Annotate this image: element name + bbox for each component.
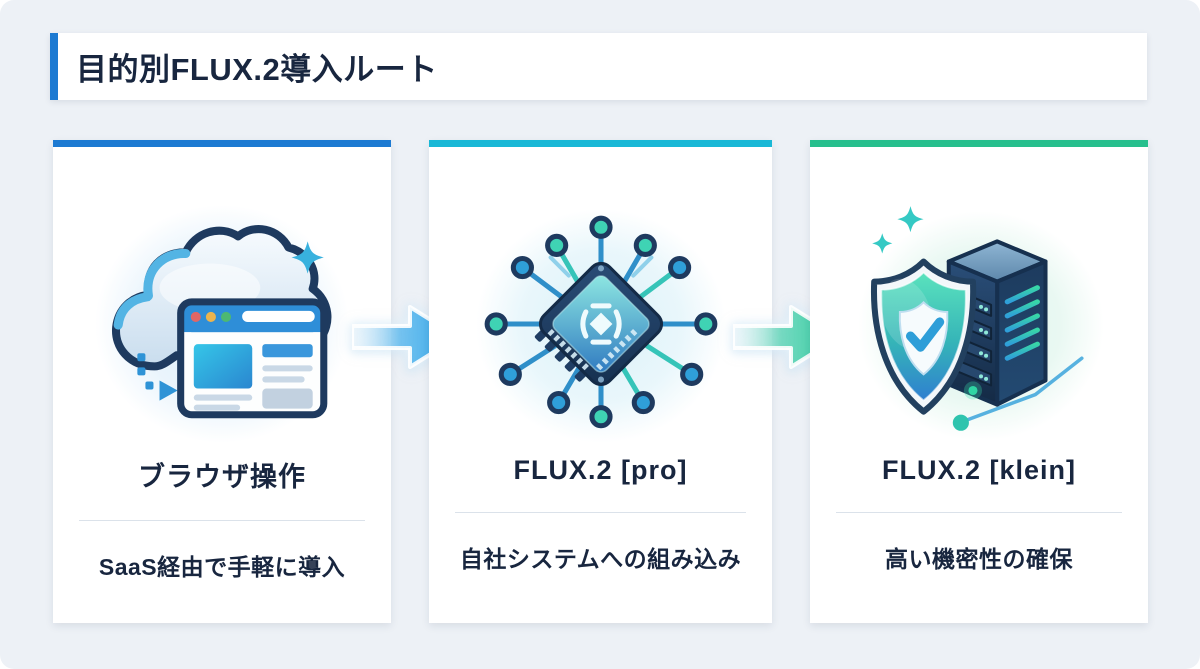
browser-window bbox=[177, 298, 328, 419]
page-title: 目的別FLUX.2導入ルート bbox=[76, 52, 438, 87]
card-browser-icon-area bbox=[53, 147, 391, 447]
shield-shape bbox=[870, 258, 977, 415]
sparkle-icon bbox=[872, 206, 924, 254]
chip-network-icon bbox=[475, 209, 726, 443]
check-icon bbox=[905, 317, 945, 352]
card-flux2-klein: FLUX.2 [klein] 高い機密性の確保 bbox=[810, 140, 1148, 623]
dotted-arrow-icon bbox=[137, 353, 178, 401]
card-browser: ブラウザ操作 SaaS経由で手軽に導入 bbox=[53, 140, 391, 623]
card-flux2-klein-icon-area bbox=[810, 147, 1148, 447]
floor-outline bbox=[963, 356, 1084, 423]
card-flux2-pro-icon-area bbox=[429, 147, 772, 447]
circuit-nodes bbox=[484, 215, 717, 429]
browser-address-bar bbox=[242, 310, 315, 323]
card-flux2-pro-title: FLUX.2 [pro] bbox=[513, 455, 688, 485]
card-browser-title: ブラウザ操作 bbox=[138, 462, 306, 492]
sparkle-icon bbox=[291, 241, 324, 274]
browser-dot-red bbox=[190, 311, 201, 323]
card-divider bbox=[79, 520, 365, 521]
card-divider bbox=[836, 512, 1122, 513]
card-flux2-pro-subtitle: 自社システムへの組み込み bbox=[459, 546, 742, 572]
card-flux2-klein-subtitle: 高い機密性の確保 bbox=[885, 546, 1073, 572]
cloud-browser-icon bbox=[95, 205, 349, 443]
card-browser-subtitle: SaaS経由で手軽に導入 bbox=[98, 554, 346, 580]
card-flux2-pro: FLUX.2 [pro] 自社システムへの組み込み bbox=[429, 140, 772, 623]
shield-server-icon bbox=[858, 206, 1104, 441]
teal-dot bbox=[952, 414, 969, 431]
browser-dot-yellow bbox=[205, 311, 216, 323]
card-divider bbox=[455, 512, 746, 513]
title-bar: 目的別FLUX.2導入ルート bbox=[50, 33, 1147, 100]
card-flux2-klein-title: FLUX.2 [klein] bbox=[881, 455, 1077, 485]
browser-dot-green bbox=[220, 311, 232, 323]
